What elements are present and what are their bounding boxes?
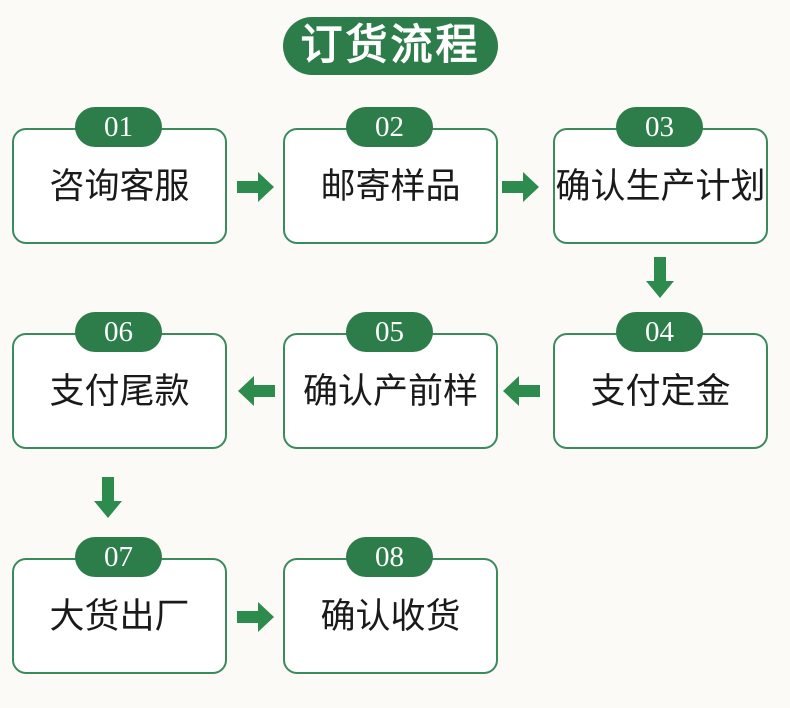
step-number-badge: 07 — [75, 537, 162, 577]
step-box-08: 08 确认收货 — [283, 537, 498, 674]
step-box-03: 03 确认生产计划 — [553, 107, 768, 244]
arrow-left-04-05 — [502, 374, 540, 408]
step-box-06: 06 支付尾款 — [12, 312, 227, 449]
step-number: 05 — [375, 315, 404, 348]
step-label: 大货出厂 — [49, 596, 190, 636]
diagram-title: 订货流程 — [300, 23, 481, 69]
step-box-01: 01 咨询客服 — [12, 107, 227, 244]
step-number: 03 — [645, 110, 674, 143]
arrow-right-07-08 — [237, 600, 275, 634]
step-box-05: 05 确认产前样 — [283, 312, 498, 449]
step-label: 支付尾款 — [49, 371, 190, 411]
step-number: 06 — [104, 315, 133, 348]
step-label: 支付定金 — [590, 371, 731, 411]
step-label: 确认收货 — [320, 596, 461, 636]
step-number: 04 — [645, 315, 674, 348]
step-number: 01 — [104, 110, 133, 143]
step-label: 咨询客服 — [49, 166, 190, 206]
step-number-badge: 04 — [616, 312, 703, 352]
arrow-right-01-02 — [237, 170, 275, 204]
step-box-02: 02 邮寄样品 — [283, 107, 498, 244]
step-label: 确认生产计划 — [555, 166, 766, 206]
step-label: 确认产前样 — [302, 371, 478, 411]
step-number-badge: 06 — [75, 312, 162, 352]
arrow-down-03-04 — [645, 257, 675, 299]
step-number: 02 — [375, 110, 404, 143]
step-number-badge: 01 — [75, 107, 162, 147]
step-number-badge: 05 — [346, 312, 433, 352]
step-number: 07 — [104, 540, 133, 573]
arrow-down-06-07 — [93, 477, 123, 519]
step-number-badge: 08 — [346, 537, 433, 577]
arrow-left-05-06 — [237, 374, 275, 408]
step-label: 邮寄样品 — [320, 166, 461, 206]
step-box-04: 04 支付定金 — [553, 312, 768, 449]
step-box-07: 07 大货出厂 — [12, 537, 227, 674]
step-number-badge: 03 — [616, 107, 703, 147]
arrow-right-02-03 — [502, 170, 540, 204]
step-number: 08 — [375, 540, 404, 573]
step-number-badge: 02 — [346, 107, 433, 147]
diagram-title-pill: 订货流程 — [283, 17, 498, 75]
